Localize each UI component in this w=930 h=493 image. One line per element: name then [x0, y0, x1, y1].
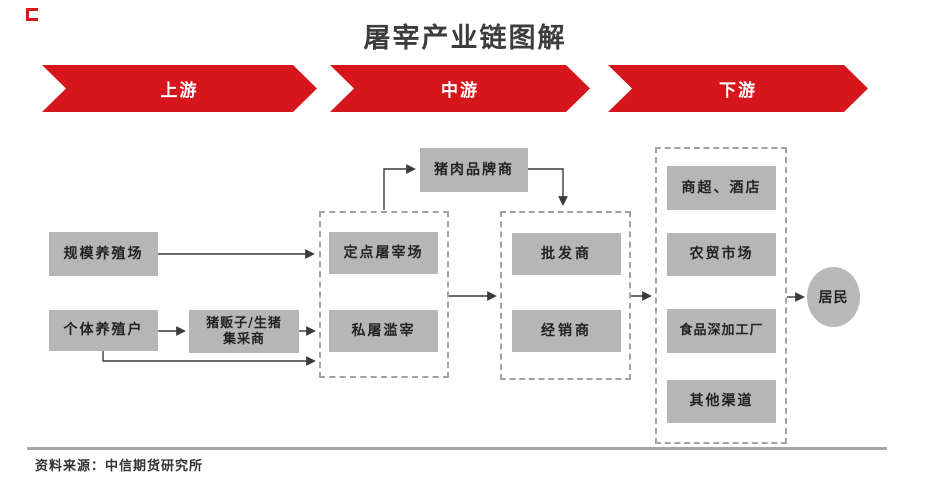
- source-note: 资料来源：中信期货研究所: [35, 459, 204, 474]
- stage-banner-upstream: 上游: [42, 65, 317, 112]
- group-wholesale: [500, 211, 631, 380]
- node-individual-farmer: 个体养殖户: [49, 310, 158, 351]
- red-corner-mark: [26, 8, 38, 21]
- node-pork-brand: 猪肉品牌商: [420, 148, 528, 192]
- node-wholesaler: 批发商: [512, 233, 621, 275]
- stage-label-upstream: 上游: [160, 81, 199, 101]
- node-pig-dealer-line2: 集采商: [222, 331, 265, 347]
- stage-label-downstream: 下游: [719, 81, 757, 101]
- node-distributor: 经销商: [512, 310, 621, 352]
- node-illegal-slaughter: 私屠滥宰: [329, 310, 438, 352]
- edge-brand-wholesale: [528, 168, 568, 206]
- node-other-channels: 其他渠道: [667, 380, 776, 423]
- node-residents: 居民: [807, 267, 860, 327]
- node-supermarket-hotel: 商超、酒店: [667, 166, 776, 210]
- footer-divider: [27, 447, 887, 450]
- node-scale-farm: 规模养殖场: [49, 232, 158, 276]
- stage-label-midstream: 中游: [441, 81, 479, 101]
- group-slaughter: [319, 211, 449, 378]
- stage-banner-downstream: 下游: [608, 65, 868, 112]
- node-designated-slaughterhouse: 定点屠宰场: [329, 232, 438, 274]
- node-food-processing: 食品深加工厂: [667, 309, 776, 353]
- node-farmers-market: 农贸市场: [667, 233, 776, 276]
- stage-banner-midstream: 中游: [330, 65, 590, 112]
- page-title: 屠宰产业链图解: [363, 23, 567, 54]
- node-pig-dealer: 猪贩子/生猪 集采商: [189, 310, 299, 353]
- node-pig-dealer-line1: 猪贩子/生猪: [206, 315, 282, 331]
- edge-slaughter-brand: [383, 164, 416, 210]
- group-retail: [655, 147, 787, 444]
